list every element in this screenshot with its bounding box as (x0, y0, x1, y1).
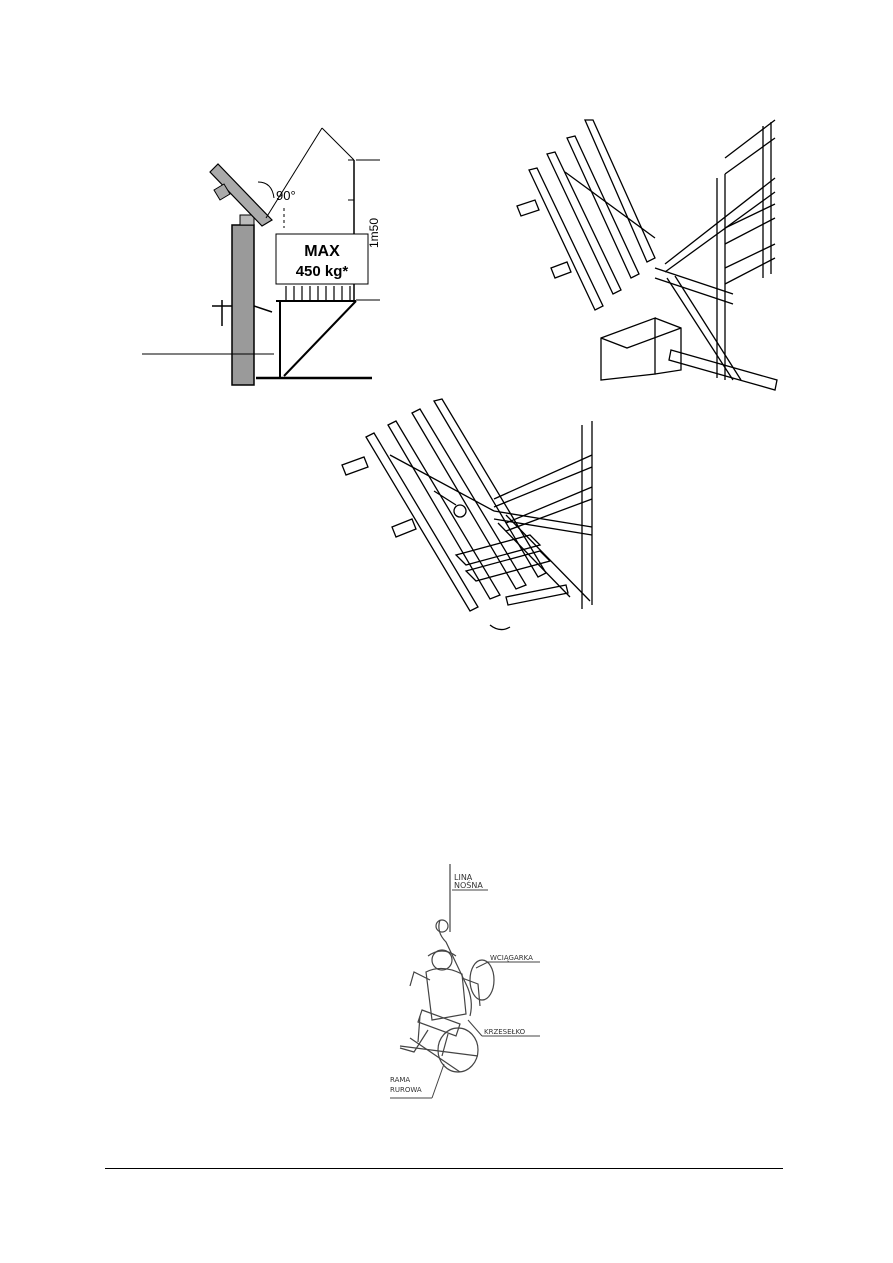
footer-divider (105, 1168, 783, 1169)
rope-label-line-2: NOŚNA (454, 879, 483, 890)
bosun-chair-sketch: LINA NOŚNA WCIĄGARKA KRZESEŁKO RAMA RURO… (370, 860, 545, 1105)
bosun-chair-svg: LINA NOŚNA WCIĄGARKA KRZESEŁKO RAMA RURO… (390, 864, 540, 1099)
roof-bracket-side-view-svg: 90° 1m50 MAX 450 kg* (142, 127, 380, 386)
rope-label-line-1: LINA (454, 873, 473, 882)
wall-column (231, 224, 255, 386)
max-load-placard (275, 233, 369, 285)
roof-bracket-isometric-svg (516, 119, 778, 391)
load-limit-label: 450 kg* (296, 263, 349, 280)
max-label: MAX (304, 243, 340, 260)
height-dimension-label: 1m50 (367, 218, 380, 248)
roof-slab (209, 163, 273, 227)
roof-bracket-isometric-drawing (505, 118, 785, 393)
frame-label-line-1: RAMA (390, 1076, 410, 1084)
roof-bracket-platform-svg (341, 398, 593, 631)
angle-label: 90° (276, 188, 296, 203)
chair-label: KRZESEŁKO (484, 1028, 526, 1036)
roof-bracket-side-view-drawing: 90° 1m50 MAX 450 kg* (140, 120, 380, 392)
frame-label-line-2: RUROWA (390, 1086, 422, 1094)
roof-bracket-platform-drawing (330, 395, 600, 640)
winch-label: WCIĄGARKA (490, 954, 533, 962)
